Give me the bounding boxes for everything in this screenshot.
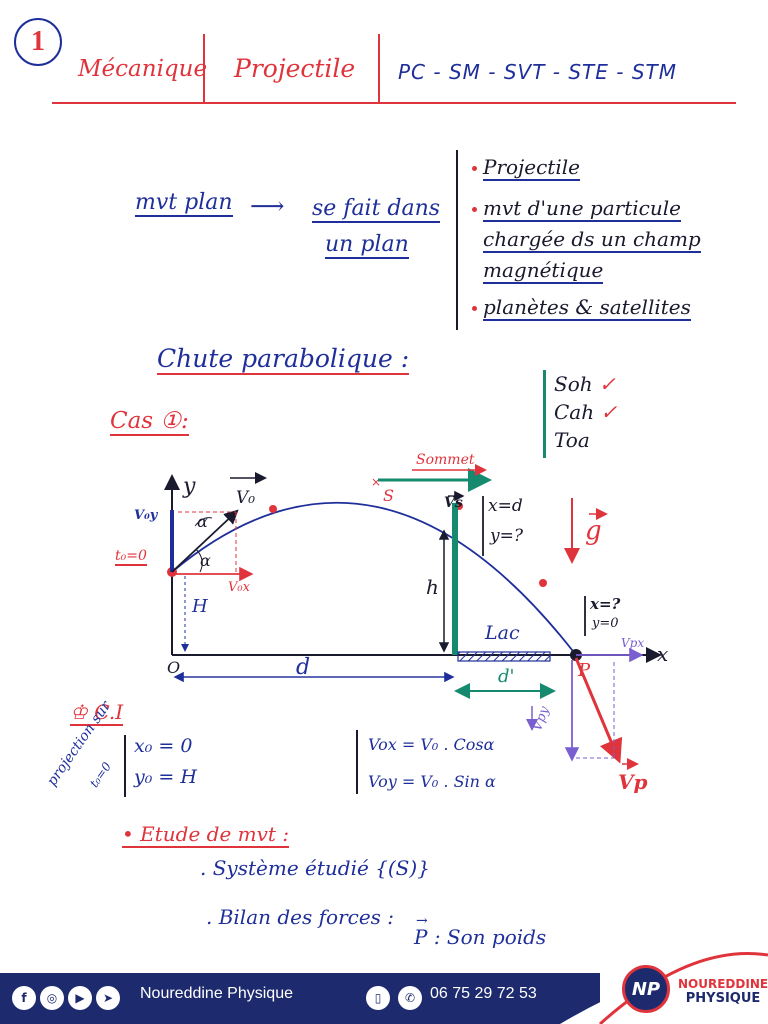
cond1-x: x=d — [488, 496, 523, 516]
header-rule — [52, 102, 736, 104]
example-item: Projectile — [472, 152, 701, 183]
t0-label: t₀=0 — [115, 548, 147, 566]
ci-divider — [124, 735, 126, 797]
vs-label: Vs — [444, 495, 463, 511]
v0-vector — [171, 509, 239, 573]
footer-name: Noureddine Physique — [140, 985, 293, 1002]
header-subject: Mécanique — [78, 56, 208, 82]
page-number: 1 — [31, 26, 45, 57]
vp-label: Vp — [618, 770, 648, 794]
h-label: h — [426, 575, 439, 599]
etude-title: • Etude de mvt : — [122, 822, 290, 848]
g-label: g — [585, 516, 602, 546]
examples-list: Projectile mvt d'une particule chargée d… — [472, 152, 701, 323]
telegram-icon[interactable]: ➤ — [96, 986, 120, 1010]
example-item-cont: magnétique — [483, 258, 604, 284]
phone-icon[interactable]: ▯ — [366, 986, 390, 1010]
whatsapp-icon[interactable]: ✆ — [398, 986, 422, 1010]
soh-list: Soh ✓ Cah ✓ Toa — [554, 370, 617, 454]
sommet-label: Sommet — [416, 452, 475, 468]
P-label: P — [578, 660, 591, 681]
lac-label: Lac — [485, 622, 520, 644]
logo-mark: NP — [622, 965, 670, 1013]
y-axis-label: y — [183, 474, 196, 499]
ci-y0: y₀ = H — [134, 766, 197, 788]
v0-label: V₀ — [236, 488, 256, 508]
velocity-divider — [356, 730, 358, 794]
toa-item: Toa — [554, 428, 590, 452]
header-divider-1 — [203, 34, 205, 102]
d-label: d — [296, 655, 311, 680]
example-item-cont: chargée ds un champ — [483, 227, 701, 253]
etude-bilan: . Bilan des forces : — [206, 905, 395, 929]
projectile-diagram: × — [164, 464, 662, 770]
trajectory-curve — [171, 501, 577, 656]
soh-item: Soh ✓ — [554, 372, 616, 396]
footer-phone: 06 75 29 72 53 — [430, 985, 537, 1002]
lake-hatch — [457, 651, 551, 662]
cas-label: Cas ①: — [110, 408, 189, 436]
d-prime-label: d' — [498, 666, 515, 687]
etude-poids: →P : Son poids — [414, 913, 547, 949]
v0y-label: V₀y — [134, 508, 158, 523]
alpha-label-1: α — [197, 512, 208, 531]
x-axis-label: x — [657, 642, 669, 666]
vp-vector — [574, 657, 623, 764]
summit-mark: × — [371, 475, 381, 489]
facebook-icon[interactable]: f — [12, 986, 36, 1010]
page-number-badge: 1 — [14, 18, 62, 66]
alpha-label-2: α — [200, 551, 211, 570]
v0x-label: V₀x — [228, 580, 250, 595]
intro-fait-line1: se fait dans — [312, 196, 441, 223]
section-title: Chute parabolique : — [157, 344, 410, 375]
trajectory-point — [269, 505, 277, 513]
cond2-x: x=? — [590, 595, 621, 613]
intro-arrow: ⟶ — [250, 192, 285, 220]
origin-label: O — [167, 658, 181, 677]
header-topic: Projectile — [234, 54, 356, 83]
vpx-label: Vpx — [621, 636, 645, 650]
intro-fait-line2: un plan — [325, 232, 409, 259]
cah-item: Cah ✓ — [554, 400, 618, 424]
H-label: H — [192, 596, 208, 617]
youtube-icon[interactable]: ▶ — [68, 986, 92, 1010]
S-label: S — [383, 486, 394, 505]
cond2-y: y=0 — [592, 616, 619, 631]
vox-equation: Vox = V₀ . Cosα — [368, 735, 495, 754]
header-divider-2 — [378, 34, 380, 102]
examples-divider — [456, 150, 458, 330]
voy-equation: Voy = V₀ . Sin α — [368, 772, 496, 791]
instagram-icon[interactable]: ◎ — [40, 986, 64, 1010]
intro-mvt-plan: mvt plan — [135, 190, 233, 217]
header-levels: PC - SM - SVT - STE - STM — [398, 60, 678, 84]
ci-title: ♔ C.I — [70, 700, 124, 726]
trajectory-point — [539, 579, 547, 587]
example-item: planètes & satellites — [472, 292, 701, 323]
logo-text: NOUREDDINE PHYSIQUE — [678, 977, 768, 1006]
etude-system: . Système étudié {(S)} — [200, 856, 430, 880]
ci-x0: x₀ = 0 — [134, 735, 193, 757]
example-item: mvt d'une particule — [472, 193, 701, 224]
footer: f ◎ ▶ ➤ Noureddine Physique ▯ ✆ 06 75 29… — [0, 951, 768, 1024]
cond1-y: y=? — [490, 526, 523, 546]
soh-divider — [543, 370, 546, 458]
